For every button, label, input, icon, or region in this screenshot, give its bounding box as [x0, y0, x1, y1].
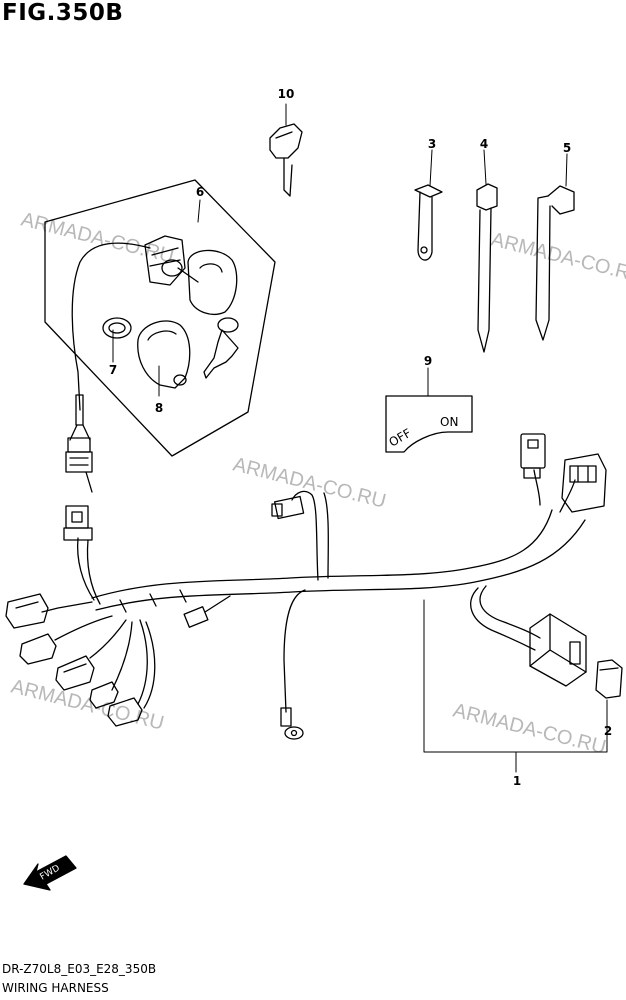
clamp-icon [414, 184, 443, 261]
watermark-4: ARMADA-CO.RU [9, 676, 166, 735]
callout-3: 3 [428, 137, 436, 151]
upper-branch [271, 490, 329, 581]
main-harness-trunk [91, 509, 586, 613]
diagram-caption: WIRING HARNESS [2, 981, 109, 995]
regulator-connector-icon [529, 613, 587, 687]
ignition-switch-wire [71, 242, 151, 411]
watermark-2: ARMADA-CO.RU [489, 229, 626, 288]
callout-10: 10 [278, 87, 295, 101]
ground-branch [280, 589, 306, 740]
ignition-connector-icon [65, 437, 93, 493]
ignition-wire-sleeve [75, 394, 84, 426]
ignition-switch-icon [144, 235, 238, 315]
ignition-key-icon [203, 317, 239, 379]
mid-connector-branch [183, 595, 231, 628]
figure-title: FIG.350B [2, 0, 124, 26]
diagram-code: DR-Z70L8_E03_E28_350B [2, 962, 157, 976]
callout-9: 9 [424, 354, 432, 368]
callout-1: 1 [513, 774, 521, 788]
left-connector-a-icon [5, 593, 49, 629]
switch-cover-icon [137, 320, 191, 389]
cable-tie-icon-5 [535, 185, 575, 341]
right-lower-branch [470, 585, 623, 699]
callout-6: 6 [196, 185, 204, 199]
cable-tie-icon-4 [476, 183, 498, 353]
ring-nut-icon [102, 317, 132, 339]
left-connector-b-icon [19, 633, 57, 665]
fuse-icon [595, 659, 623, 699]
ignition-group-frame [44, 179, 276, 457]
leader-lines [112, 103, 608, 773]
switch-plate-on-label: ON [440, 415, 458, 429]
callout-5: 5 [563, 141, 571, 155]
fwd-arrow-icon [23, 855, 77, 891]
left-connector-e-icon [107, 697, 143, 727]
callout-8: 8 [155, 401, 163, 415]
right-upper-branch [520, 433, 607, 513]
left-connector-c-icon [55, 655, 95, 691]
multi-pin-connector-icon [561, 453, 607, 513]
watermark-5: ARMADA-CO.RU [451, 700, 608, 759]
watermarks: ARMADA-CO.RU ARMADA-CO.RU ARMADA-CO.RU A… [9, 209, 626, 759]
watermark-1: ARMADA-CO.RU [19, 209, 176, 268]
watermark-3: ARMADA-CO.RU [231, 454, 388, 513]
left-connector-d-icon [89, 681, 119, 709]
callout-4: 4 [480, 137, 488, 151]
callout-2: 2 [604, 724, 612, 738]
left-branches [5, 505, 156, 727]
callout-7: 7 [109, 363, 117, 377]
key-icon [269, 123, 303, 197]
left-top-connector-icon [63, 505, 93, 541]
switch-plate-icon [385, 395, 473, 453]
